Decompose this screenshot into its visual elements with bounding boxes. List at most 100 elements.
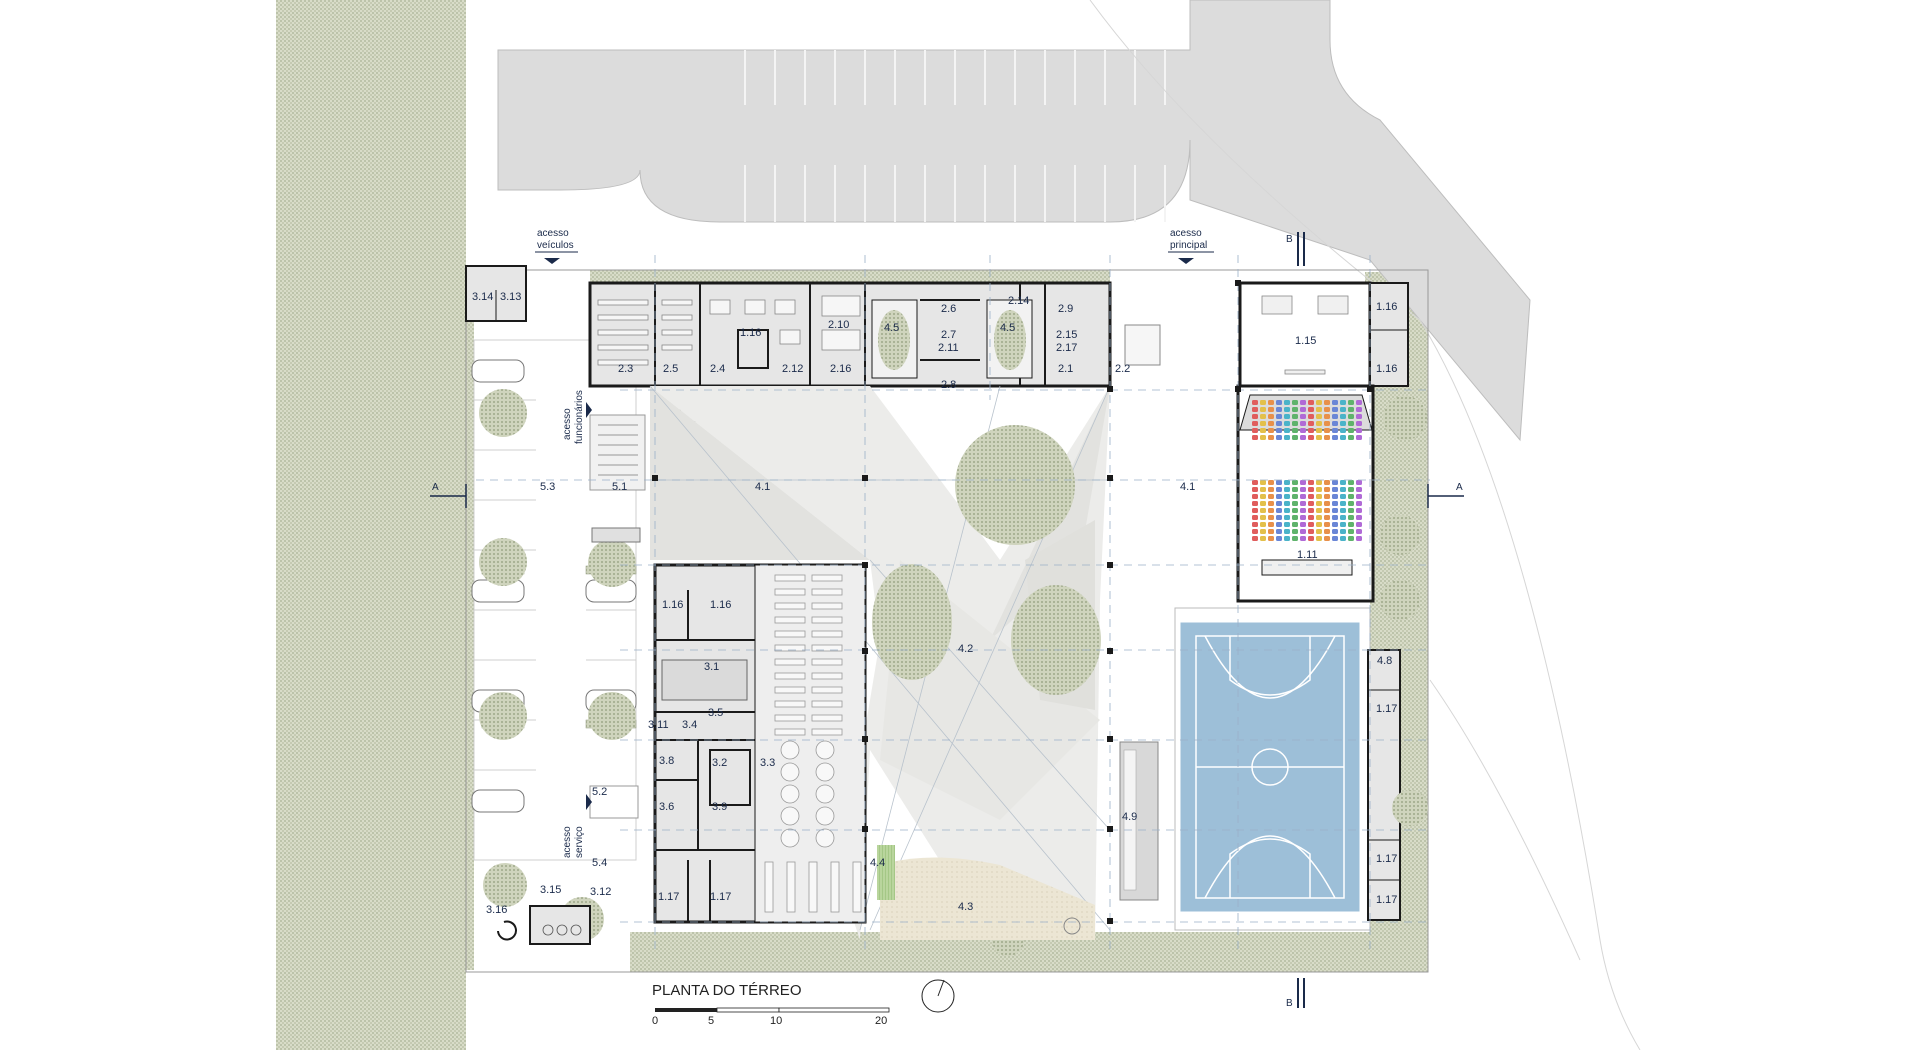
room-1-15: 1.15: [1295, 335, 1316, 347]
plaza-trees: [842, 425, 1101, 956]
room-1-16-ka: 1.16: [662, 599, 683, 611]
svg-text:principal: principal: [1170, 240, 1207, 251]
room-2-12: 2.12: [782, 363, 803, 375]
room-3-3: 3.3: [760, 757, 775, 769]
green-strip-left: [276, 0, 466, 1050]
access-staff: acesso funcionários: [562, 390, 585, 444]
room-4-2: 4.2: [958, 643, 973, 655]
room-1-16-rb: 1.16: [1376, 363, 1397, 375]
loading-5-2: [589, 785, 639, 819]
green-edge-left: [466, 270, 474, 970]
svg-text:veículos: veículos: [537, 240, 574, 251]
room-3-16: 3.16: [486, 904, 507, 916]
room-3-9: 3.9: [712, 801, 727, 813]
svg-text:serviço: serviço: [574, 826, 585, 858]
svg-text:acesso: acesso: [562, 826, 573, 858]
room-2-9: 2.9: [1058, 303, 1073, 315]
room-5-1: 5.1: [612, 481, 627, 493]
room-3-15: 3.15: [540, 884, 561, 896]
room-3-12: 3.12: [590, 886, 611, 898]
site-boundary: [465, 269, 1429, 973]
columns: [652, 280, 1373, 924]
room-1-11: 1.11: [1297, 549, 1318, 561]
auditorium-seats: [1252, 400, 1362, 541]
room-2-2: 2.2: [1115, 363, 1130, 375]
svg-text:acesso: acesso: [1170, 228, 1202, 239]
room-2-10: 2.10: [828, 319, 849, 331]
room-3-13: 3.13: [500, 291, 521, 303]
room-2-17: 2.17: [1056, 342, 1077, 354]
room-3-8: 3.8: [659, 755, 674, 767]
room-1-17-c: 1.17: [1376, 703, 1397, 715]
plan-title: PLANTA DO TÉRREO: [652, 982, 801, 999]
room-4-5a: 4.5: [884, 322, 899, 334]
room-4-4: 4.4: [870, 857, 885, 869]
room-1-17-b: 1.17: [710, 891, 731, 903]
desk-furniture: [597, 295, 861, 366]
wc-block-top-right: [1369, 282, 1409, 387]
svg-text:10: 10: [770, 1015, 782, 1027]
section-a-left: A: [432, 482, 439, 493]
gas-tank-3-16: [497, 920, 517, 941]
plaza-wedge-left: [650, 386, 870, 560]
access-vehicles: acesso veículos: [535, 228, 578, 253]
room-5-3: 5.3: [540, 481, 555, 493]
room-2-7: 2.7: [941, 329, 956, 341]
room-4-1b: 4.1: [1180, 481, 1195, 493]
road-curve: [1089, 0, 1641, 1050]
service-strip-right: [1367, 649, 1401, 921]
room-3-11: 3.11: [648, 719, 669, 731]
room-2-3: 2.3: [618, 363, 633, 375]
room-2-15: 2.15: [1056, 329, 1077, 341]
room-2-14: 2.14: [1008, 295, 1029, 307]
stairs-top: [1124, 324, 1161, 366]
room-4-3: 4.3: [958, 901, 973, 913]
room-1-17-a: 1.17: [658, 891, 679, 903]
room-2-16: 2.16: [830, 363, 851, 375]
lobby-furniture: [1261, 295, 1349, 375]
dining-tables: [764, 574, 862, 913]
section-b-top: B: [1286, 234, 1293, 245]
room-3-14: 3.14: [472, 291, 493, 303]
road-curve-2: [1429, 679, 1581, 961]
access-arrows: [544, 258, 1194, 810]
room-2-1: 2.1: [1058, 363, 1073, 375]
room-3-2: 3.2: [712, 757, 727, 769]
north-arrow-icon: [921, 979, 955, 1013]
room-4-1a: 4.1: [755, 481, 770, 493]
section-a-right: A: [1456, 482, 1463, 493]
room-1-16-ra: 1.16: [1376, 301, 1397, 313]
access-main: acesso principal: [1168, 228, 1214, 253]
svg-text:acesso: acesso: [562, 408, 573, 440]
room-labels: 3.14 3.13 2.3 2.5 1.16 2.4 2.12 2.10 2.1…: [472, 291, 1397, 916]
section-b-bottom: B: [1286, 998, 1293, 1009]
room-1-17-d: 1.17: [1376, 853, 1397, 865]
room-1-16-top: 1.16: [740, 327, 761, 339]
svg-text:acesso: acesso: [537, 228, 569, 239]
room-2-6: 2.6: [941, 303, 956, 315]
garden-4-4: [877, 845, 895, 900]
access-service: acesso serviço: [562, 826, 585, 858]
svg-text:20: 20: [875, 1015, 887, 1027]
svg-text:5: 5: [708, 1015, 714, 1027]
room-2-4: 2.4: [710, 363, 725, 375]
room-5-4: 5.4: [592, 857, 607, 869]
room-3-6: 3.6: [659, 801, 674, 813]
room-2-5: 2.5: [663, 363, 678, 375]
trees-right: [1380, 396, 1428, 826]
svg-text:0: 0: [652, 1015, 658, 1027]
section-cut-b: [1297, 232, 1305, 1008]
room-3-4: 3.4: [682, 719, 697, 731]
bike-parking: [589, 414, 646, 491]
room-2-11: 2.11: [938, 342, 959, 354]
parking-stalls: [744, 50, 1166, 222]
room-3-5: 3.5: [708, 707, 723, 719]
court-lines: [1195, 635, 1345, 899]
room-4-5b: 4.5: [1000, 322, 1015, 334]
room-2-8: 2.8: [941, 379, 956, 391]
room-3-1: 3.1: [704, 661, 719, 673]
playground: [880, 857, 1095, 940]
svg-text:funcionários: funcionários: [574, 390, 585, 444]
room-5-2: 5.2: [592, 786, 607, 798]
